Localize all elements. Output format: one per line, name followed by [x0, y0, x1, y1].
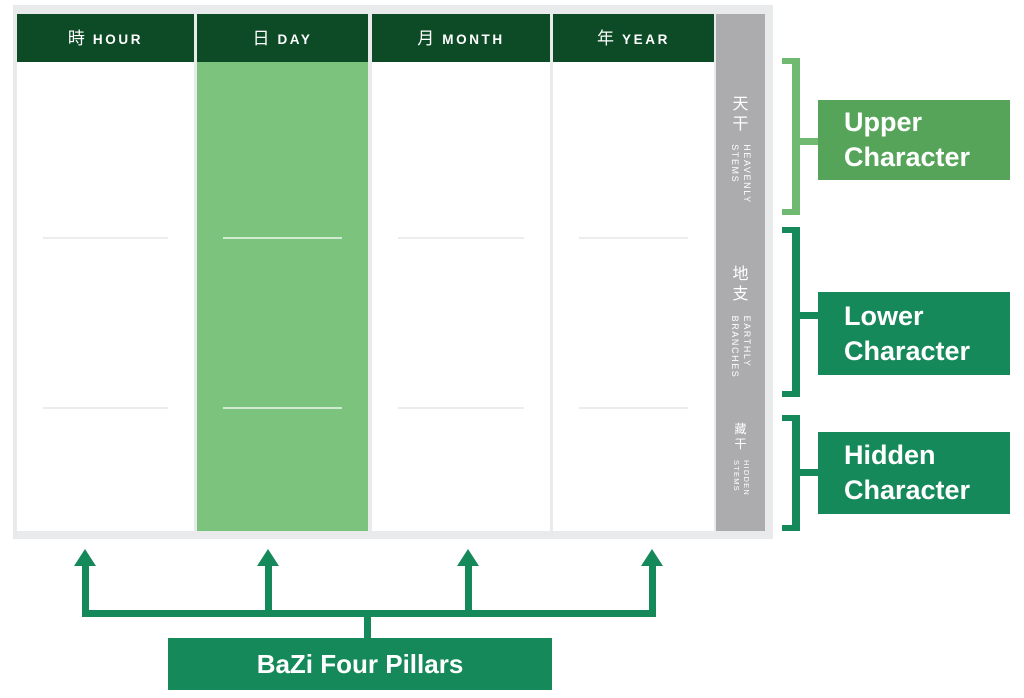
vertical-label-line: STEMS — [729, 144, 740, 184]
year-chinese-char: 年 — [597, 28, 615, 48]
earthly-branches-chinese: 地 支 — [732, 265, 748, 305]
vertical-label-line: HIDDEN — [741, 460, 751, 496]
bazi-title-text: BaZi Four Pillars — [256, 648, 464, 679]
hidden-stems-chinese: 藏 干 — [734, 422, 746, 452]
upper-character-label: Upper Character — [818, 100, 1010, 180]
day-column-header: 日 DAY — [197, 14, 368, 62]
label-line: Upper — [844, 107, 923, 137]
arrows-connector-line — [82, 610, 656, 617]
pillar-column-hour: 時 HOUR — [17, 14, 194, 531]
row-divider — [43, 237, 168, 239]
row-divider — [223, 407, 342, 409]
chinese-char: 干 — [732, 116, 749, 133]
row-divider — [579, 407, 688, 409]
row-divider — [43, 407, 168, 409]
heavenly-stems-vertical-label: HEAVENLY STEMS — [728, 143, 754, 205]
vertical-label-line: BRANCHES — [729, 315, 740, 379]
chinese-char: 干 — [734, 437, 747, 451]
up-arrow-day — [257, 549, 279, 612]
chinese-char: 藏 — [734, 422, 747, 436]
day-column-body-highlighted — [197, 62, 368, 531]
bracket-lower-character — [782, 227, 818, 397]
hour-column-label: HOUR — [92, 31, 144, 47]
month-column-body — [372, 62, 550, 531]
up-arrow-month — [457, 549, 479, 612]
bracket-hidden-character — [782, 415, 818, 531]
pillar-column-year: 年 YEAR — [553, 14, 714, 531]
month-chinese-char: 月 — [417, 28, 435, 48]
hidden-character-label: Hidden Character — [818, 432, 1010, 514]
heavenly-stems-chinese: 天 干 — [732, 95, 748, 135]
label-line: Hidden — [844, 440, 936, 470]
label-line: Character — [844, 142, 971, 172]
vertical-label-line: HEAVENLY — [741, 144, 752, 204]
label-line: Lower — [844, 300, 924, 331]
earthly-branches-vertical-label: EARTHLY BRANCHES — [728, 313, 754, 381]
up-arrow-hour — [74, 549, 96, 612]
heavenly-stems-section: 天 干 HEAVENLY STEMS — [716, 62, 765, 238]
label-line: Character — [844, 335, 971, 366]
month-column-label: MONTH — [442, 31, 505, 47]
pillar-column-month: 月 MONTH — [372, 14, 550, 531]
day-column-label: DAY — [277, 31, 313, 47]
vertical-label-line: STEMS — [731, 460, 741, 492]
earthly-branches-section: 地 支 EARTHLY BRANCHES — [716, 238, 765, 408]
chinese-char: 地 — [732, 266, 749, 283]
hour-column-body — [17, 62, 194, 531]
row-divider — [398, 407, 524, 409]
up-arrow-year — [641, 549, 663, 612]
chinese-char: 天 — [732, 96, 749, 113]
year-column-header: 年 YEAR — [553, 14, 714, 62]
row-divider — [579, 237, 688, 239]
pillar-column-day: 日 DAY — [197, 14, 368, 531]
chinese-char: 支 — [732, 286, 749, 303]
connector-stem — [364, 616, 371, 639]
bazi-four-pillars-title: BaZi Four Pillars — [168, 638, 552, 690]
hidden-stems-section: 藏 干 HIDDEN STEMS — [716, 408, 765, 531]
hour-column-header: 時 HOUR — [17, 14, 194, 62]
hour-chinese-char: 時 — [67, 28, 85, 48]
day-chinese-char: 日 — [252, 28, 270, 48]
row-divider — [398, 237, 524, 239]
year-column-body — [553, 62, 714, 531]
month-column-header: 月 MONTH — [372, 14, 550, 62]
label-line: Character — [844, 475, 971, 505]
bracket-upper-character — [782, 58, 818, 215]
hidden-stems-vertical-label: HIDDEN STEMS — [728, 458, 754, 498]
lower-character-label: Lower Character — [818, 292, 1010, 375]
vertical-label-line: EARTHLY — [741, 315, 752, 368]
row-names-rail: 天 干 HEAVENLY STEMS 地 支 EARTHLY BRANCHES — [716, 14, 765, 531]
year-column-label: YEAR — [622, 31, 670, 47]
row-divider — [223, 237, 342, 239]
